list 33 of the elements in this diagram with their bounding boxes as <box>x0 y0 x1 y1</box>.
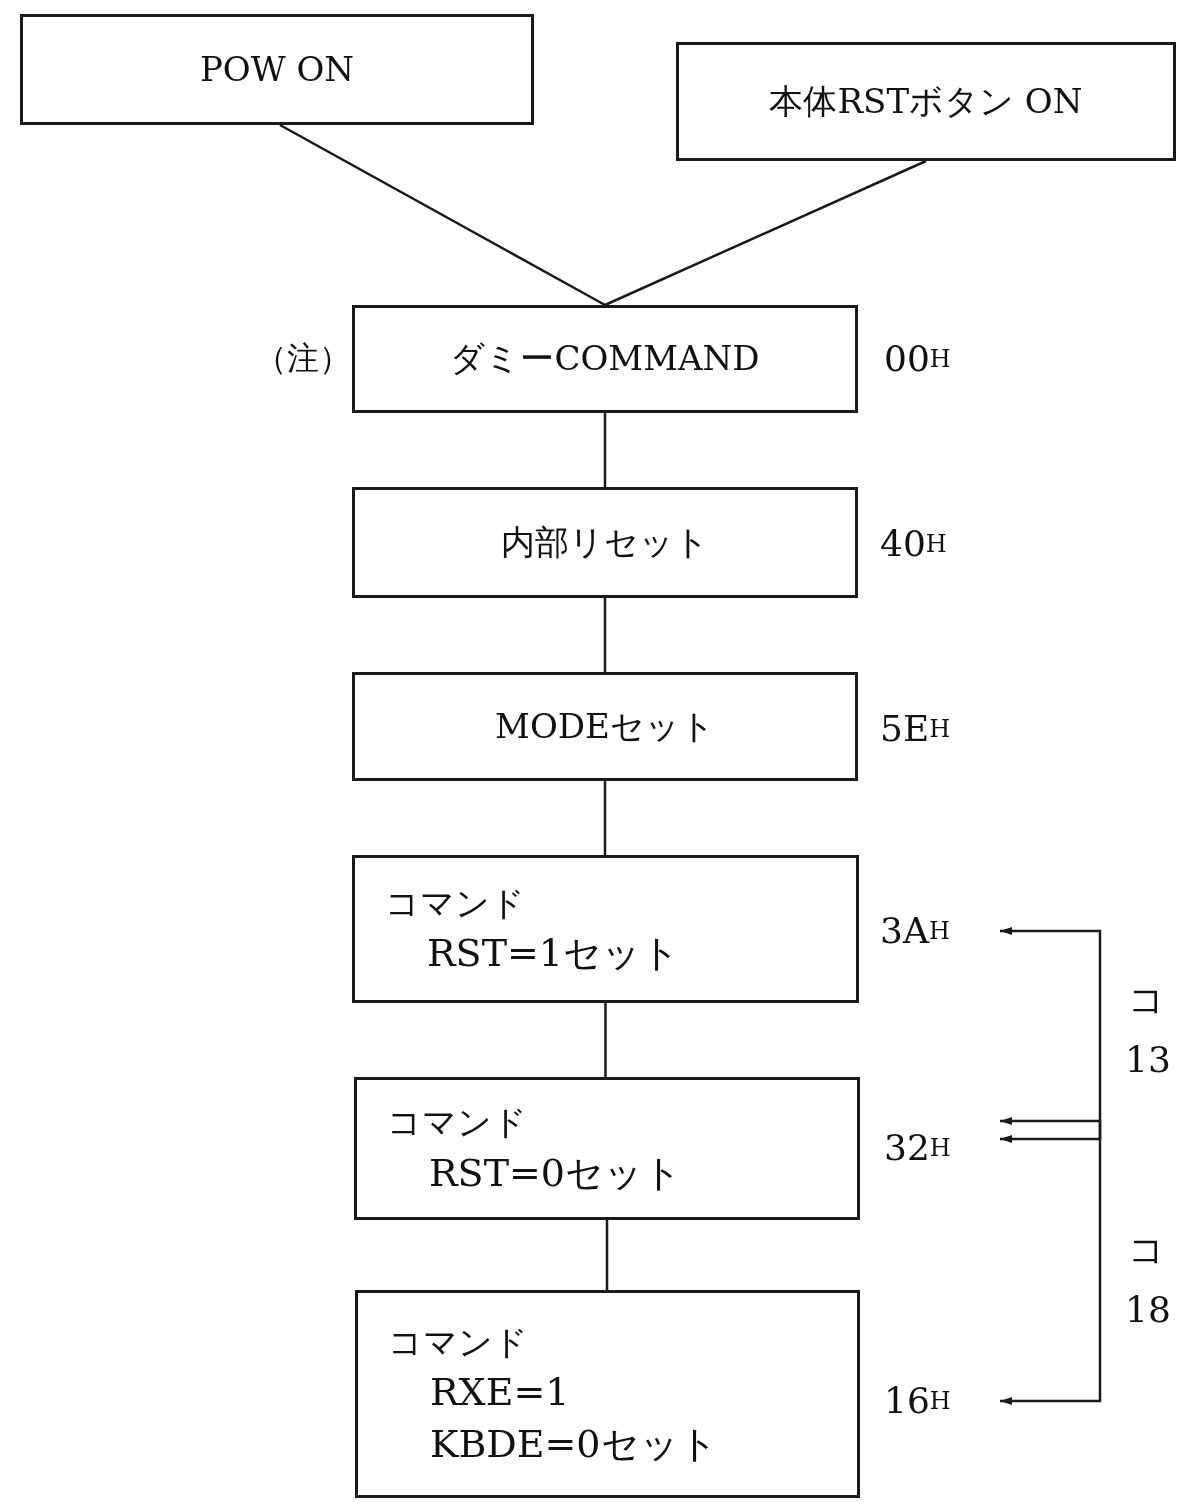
process-box <box>676 42 1176 161</box>
box-heading: 本体RSTボタン ON <box>769 79 1083 123</box>
box-heading: コマンド <box>387 1101 527 1145</box>
process-box <box>352 855 859 1003</box>
side-note: コ <box>1128 982 1165 1018</box>
box-heading: コマンド <box>385 881 525 925</box>
box-text: RST=1セット <box>427 930 680 977</box>
bracket-arrow <box>1000 1117 1102 1405</box>
connector-line <box>604 1003 607 1077</box>
process-box <box>355 1290 860 1498</box>
connector-line <box>605 1220 609 1290</box>
box-heading: MODEセット <box>495 704 715 748</box>
box-heading: POW ON <box>199 47 355 91</box>
process-box <box>354 1077 860 1220</box>
connector-line <box>603 413 607 487</box>
process-box <box>352 487 858 598</box>
box-text: RST=0セット <box>429 1149 682 1197</box>
side-note: 13 <box>1125 1042 1171 1078</box>
process-box <box>352 672 858 781</box>
box-heading: ダミーCOMMAND <box>450 337 760 381</box>
side-note: 18 <box>1125 1292 1171 1328</box>
process-box <box>20 14 534 125</box>
box-heading: 内部リセット <box>501 520 709 564</box>
connector-line <box>604 159 927 307</box>
process-box <box>352 305 858 413</box>
box-text: RXE=1 KBDE=0セット <box>430 1369 718 1468</box>
note-mark: （注） <box>255 338 351 379</box>
box-heading: コマンド <box>388 1321 528 1365</box>
connector-line <box>603 598 607 672</box>
side-note: コ <box>1128 1232 1165 1268</box>
connector-line <box>279 123 606 307</box>
connector-line <box>603 781 607 855</box>
bracket-arrow <box>1000 927 1102 1143</box>
